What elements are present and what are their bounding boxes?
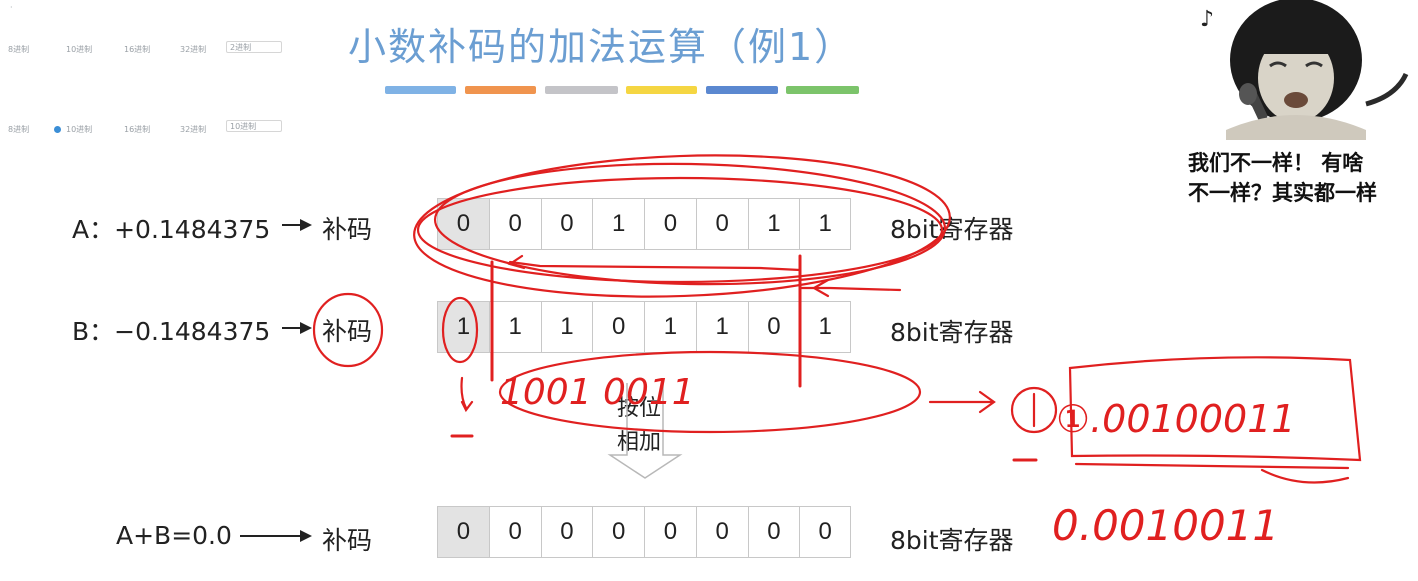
mini-select[interactable]: 2进制 (226, 41, 282, 53)
bitwise-add-line1: 按位 (617, 396, 662, 421)
mini-option[interactable]: 32进制 (180, 125, 207, 134)
register-sum: 0 0 0 0 0 0 0 0 (437, 506, 851, 558)
mini-caption: · (10, 3, 13, 12)
register-b-label: 8bit寄存器 (890, 318, 1014, 347)
arrow-line (282, 224, 304, 226)
bit-cell: 1 (540, 301, 593, 353)
ink-final-result: 0.0010011 (1052, 501, 1279, 550)
arrow-line (282, 327, 304, 329)
meme-face-icon: ♪ (1200, 0, 1409, 140)
bit-cell: 0 (799, 506, 851, 558)
register-sum-label: 8bit寄存器 (890, 526, 1014, 555)
bit-cell: 1 (437, 301, 489, 353)
bit-cell: 1 (592, 198, 644, 250)
bit-cell: 1 (488, 301, 541, 353)
bit-cell: 0 (592, 301, 644, 353)
mini-select[interactable]: 10进制 (226, 120, 282, 132)
slide-title: 小数补码的加法运算（例1） (348, 25, 855, 69)
bit-cell: 0 (644, 198, 696, 250)
bit-cell: 0 (747, 301, 800, 353)
title-color-bar (545, 86, 618, 94)
title-color-bar (706, 86, 778, 94)
mini-option[interactable]: 16进制 (124, 125, 151, 134)
register-a-label: 8bit寄存器 (890, 215, 1014, 244)
sum-label: A+B=0.0 (116, 521, 232, 550)
arrow-right-icon (300, 530, 312, 542)
mini-option[interactable]: 8进制 (8, 45, 30, 54)
sum-code-label: 补码 (322, 526, 373, 555)
mini-option[interactable]: 8进制 (8, 125, 30, 134)
arrow-line (240, 535, 304, 537)
ink-carry-result: ①.00100011 (1056, 397, 1296, 441)
bit-cell: 0 (695, 506, 748, 558)
bit-cell: 0 (695, 198, 748, 250)
bit-cell: 0 (592, 506, 644, 558)
bit-cell: 0 (540, 198, 593, 250)
bit-cell: 0 (437, 506, 489, 558)
radio-selected-icon[interactable] (54, 126, 61, 133)
meme-caption-line2: 不一样？其实都一样 (1188, 181, 1377, 205)
bit-cell: 0 (488, 198, 541, 250)
title-color-bar (626, 86, 697, 94)
bitwise-add-label: 按位 相加 (617, 392, 661, 460)
row-a-label: A：+0.1484375 (72, 215, 271, 244)
meme-caption-line1: 我们不一样！ 有啥 (1188, 151, 1364, 175)
row-b-code-label: 补码 (322, 317, 373, 346)
mini-option[interactable]: 16进制 (124, 45, 151, 54)
bit-cell: 0 (747, 506, 800, 558)
mini-option[interactable]: 10进制 (66, 45, 93, 54)
row-a-code-label: 补码 (322, 215, 373, 244)
mini-option[interactable]: 32进制 (180, 45, 207, 54)
register-b: 1 1 1 0 1 1 0 1 (437, 301, 851, 353)
arrow-right-icon (300, 219, 312, 231)
row-b-label: B：−0.1484375 (72, 317, 271, 346)
register-a: 0 0 0 1 0 0 1 1 (437, 198, 851, 250)
arrow-right-icon (300, 322, 312, 334)
title-color-bar (465, 86, 536, 94)
bit-cell: 1 (747, 198, 800, 250)
mini-option[interactable]: 10进制 (66, 125, 93, 134)
bit-cell: 0 (644, 506, 696, 558)
bit-cell: 1 (799, 301, 851, 353)
bit-cell: 1 (799, 198, 851, 250)
title-color-bar (786, 86, 859, 94)
bit-cell: 1 (644, 301, 696, 353)
svg-text:♪: ♪ (1200, 7, 1214, 32)
bit-cell: 0 (488, 506, 541, 558)
title-color-bar (385, 86, 456, 94)
bit-cell: 1 (695, 301, 748, 353)
bit-cell: 0 (540, 506, 593, 558)
bit-cell: 0 (437, 198, 489, 250)
ink-sum-bits: 1001 0011 (500, 372, 695, 413)
bitwise-add-line2: 相加 (617, 430, 662, 455)
